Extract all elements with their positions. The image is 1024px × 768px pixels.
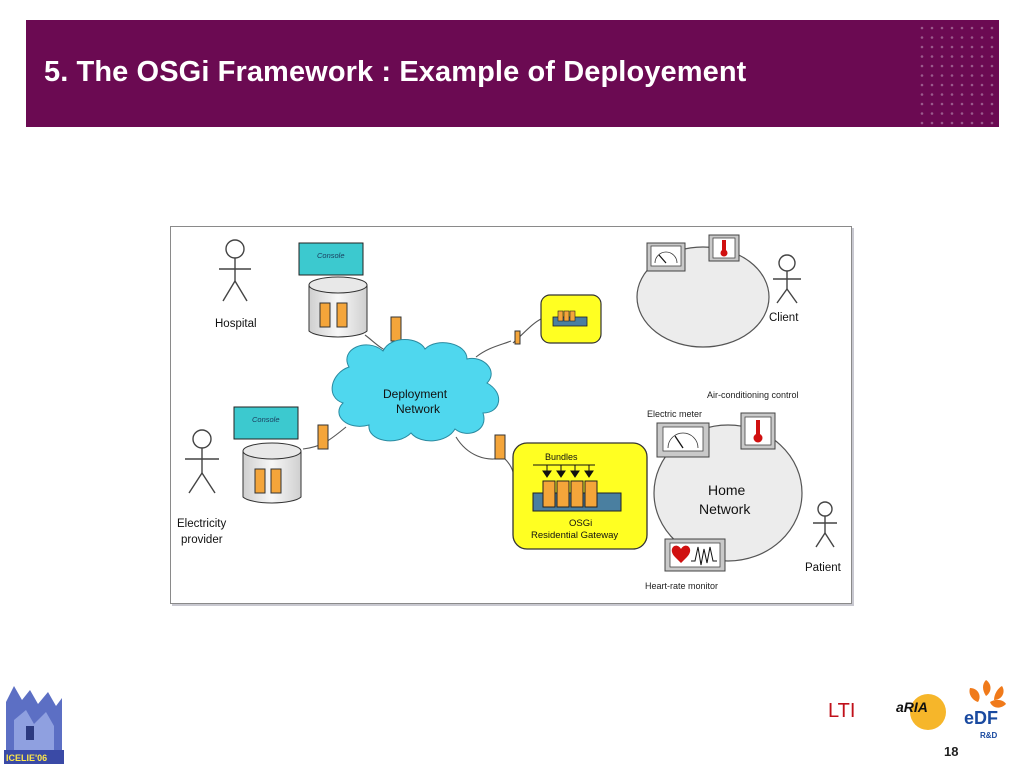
edf-logo: eDF R&D <box>964 680 1006 740</box>
home-network-label-line1: Home <box>708 482 746 498</box>
network-label-line2: Network <box>396 402 441 416</box>
bundle-in-transit-icon <box>494 434 506 460</box>
home-network-circle <box>653 424 803 562</box>
lti-footer-text: LTI <box>828 700 856 722</box>
heart-monitor-icon <box>664 538 726 572</box>
electric-meter-gauge-icon <box>656 422 710 458</box>
patient-label: Patient <box>805 562 842 574</box>
electricity-provider-label-line2: provider <box>181 534 223 546</box>
gateway-label-line2: Residential Gateway <box>531 530 618 541</box>
aircon-thermometer-icon <box>740 412 776 450</box>
svg-text:aRIA: aRIA <box>896 699 928 715</box>
console-screen-icon: Console <box>233 406 299 440</box>
bundle-in-transit-icon <box>390 316 402 342</box>
home-network-label-line2: Network <box>699 501 751 517</box>
electricity-provider-stick-figure-icon <box>185 429 219 494</box>
svg-text:eDF: eDF <box>964 708 998 728</box>
hospital-database-icon <box>308 276 368 338</box>
deployment-network-cloud-icon: Deployment Network <box>331 339 499 442</box>
aircon-label: Air-conditioning control <box>707 390 799 400</box>
gateway-label-line1: OSGi <box>569 518 592 529</box>
deployment-diagram: Hospital Console Electricity provider Co… <box>170 226 852 604</box>
svg-text:ICELIE'06: ICELIE'06 <box>6 753 47 763</box>
console-screen-icon: Console <box>298 242 364 276</box>
client-label: Client <box>769 312 799 324</box>
console-bottom-label: Console <box>252 415 280 424</box>
bundle-in-transit-icon <box>514 330 521 345</box>
thermometer-icon <box>708 234 740 262</box>
title-banner <box>26 20 999 127</box>
console-top-label: Console <box>317 251 345 260</box>
dot-pattern-decoration <box>920 26 994 125</box>
network-label-line1: Deployment <box>383 387 448 401</box>
bundles-label: Bundles <box>545 452 578 462</box>
heart-rate-label: Heart-rate monitor <box>645 581 718 591</box>
bundle-in-transit-icon <box>317 424 329 450</box>
diagram-canvas: Hospital Console Electricity provider Co… <box>177 234 842 591</box>
electricity-provider-label-line1: Electricity <box>177 518 226 530</box>
client-stick-figure-icon <box>773 254 801 304</box>
slide-title: 5. The OSGi Framework : Example of Deplo… <box>44 56 747 88</box>
patient-stick-figure-icon <box>813 501 837 548</box>
gauge-icon <box>646 242 686 272</box>
osgi-residential-gateway: Bundles OSGi Residential Gateway <box>512 442 648 550</box>
hospital-label: Hospital <box>215 318 257 330</box>
electricity-database-icon <box>242 442 302 504</box>
hospital-stick-figure-icon <box>219 239 251 302</box>
icelie-logo: ICELIE'06 <box>4 686 64 764</box>
svg-text:R&D: R&D <box>980 731 998 740</box>
electric-meter-label: Electric meter <box>647 409 702 419</box>
client-home-circle <box>636 246 770 348</box>
aria-logo: aRIA <box>896 694 946 730</box>
client-gateway-icon <box>540 294 602 344</box>
page-number: 18 <box>944 744 959 759</box>
